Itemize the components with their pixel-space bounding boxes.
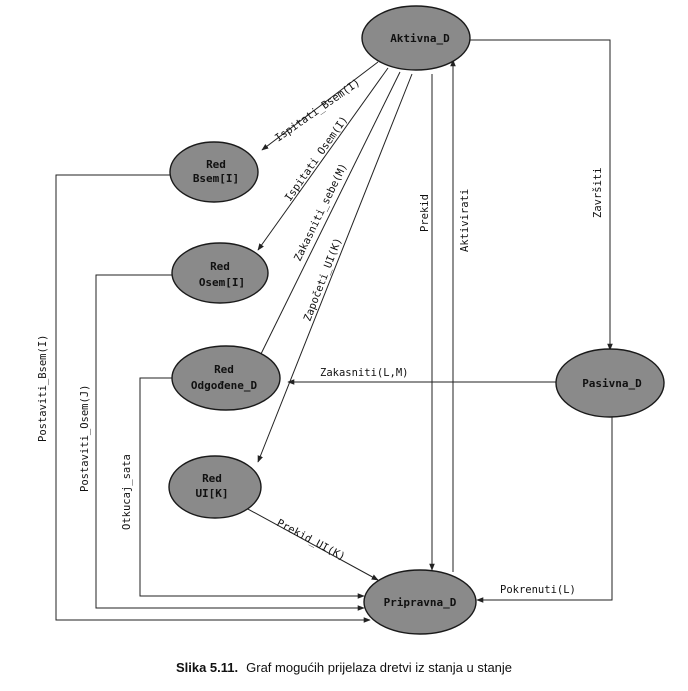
caption-text: Graf mogućih prijelaza dretvi iz stanja … (246, 660, 513, 675)
label-ispitati-bsem: Ispitati_Bsem(I) (273, 77, 363, 145)
edge-otkucaj-sata (139, 377, 365, 599)
label-pokrenuti: Pokrenuti(L) (500, 584, 576, 596)
state-red-osem-label-2: Osem[I] (199, 276, 245, 289)
edge-postaviti-bsem (55, 174, 371, 623)
edge-postaviti-osem (95, 274, 365, 611)
state-pripravna-label: Pripravna_D (384, 596, 457, 609)
state-red-ui: Red UI[K] (168, 455, 262, 519)
state-aktivna: Aktivna_D (361, 5, 471, 71)
state-red-odgodene-label-2: Odgođene_D (191, 379, 258, 392)
label-prekid-ui: Prekid_UI(K) (275, 517, 348, 563)
state-red-ui-label-2: UI[K] (195, 487, 228, 500)
state-red-bsem-label-2: Bsem[I] (193, 172, 239, 185)
edge-pokrenuti (476, 416, 613, 603)
state-pasivna: Pasivna_D (555, 348, 665, 418)
state-red-osem: Red Osem[I] (171, 242, 269, 304)
state-red-osem-label-1: Red (210, 260, 230, 273)
state-aktivna-label: Aktivna_D (390, 32, 450, 45)
label-postaviti-osem: Postaviti_Osem(J) (79, 385, 91, 492)
state-red-bsem: Red Bsem[I] (169, 141, 259, 203)
state-transition-diagram: Aktivna_D Red Bsem[I] Red Osem[I] Red Od… (37, 5, 665, 635)
state-red-odgodene-label-1: Red (214, 363, 234, 376)
caption-number: Slika 5.11. (175, 660, 239, 675)
edge-prekid-ui (245, 507, 379, 581)
edge-zapoceti-ui (257, 73, 413, 463)
label-otkucaj-sata: Otkucaj_sata (121, 454, 133, 530)
edge-zakasniti-sebe (257, 71, 401, 361)
edge-ispitati-bsem (261, 61, 379, 151)
state-red-ui-label-1: Red (202, 472, 222, 485)
edge-zavrsiti (470, 39, 613, 351)
label-postaviti-bsem: Postaviti_Bsem(I) (37, 335, 49, 442)
label-zakasniti-lm: Zakasniti(L,M) (320, 367, 409, 379)
state-red-odgodene: Red Odgođene_D (171, 345, 281, 411)
state-pasivna-label: Pasivna_D (582, 377, 642, 390)
state-pripravna: Pripravna_D (363, 569, 477, 635)
state-red-bsem-label-1: Red (206, 158, 226, 171)
label-prekid: Prekid (419, 194, 431, 232)
label-aktivirati: Aktivirati (459, 189, 471, 252)
edge-ispitati-osem (257, 67, 389, 251)
figure-caption: Slika 5.11. Graf mogućih prijelaza dretvi… (0, 660, 688, 675)
label-zavrsiti: Završiti (592, 167, 604, 218)
